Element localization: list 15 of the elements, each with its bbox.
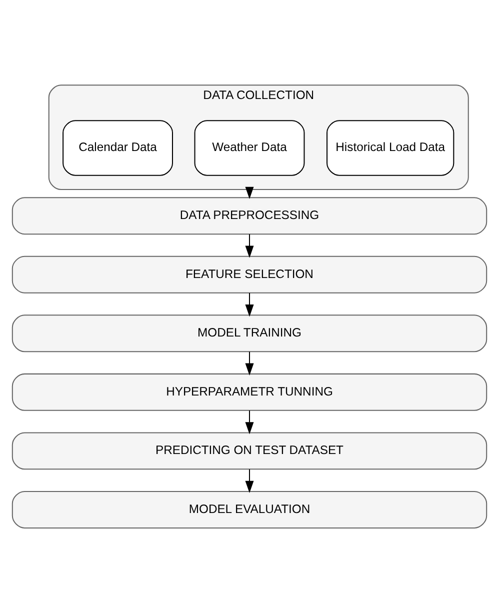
node-box: Weather Data <box>194 120 305 176</box>
node-box: FEATURE SELECTION <box>12 255 488 293</box>
arrow <box>245 468 254 492</box>
arrow <box>245 351 254 375</box>
node-box: Historical Load Data <box>326 120 454 176</box>
node-box: PREDICTING ON TEST DATASET <box>12 432 488 470</box>
arrow <box>245 410 254 434</box>
node-box: HYPERPARAMETR TUNNING <box>12 372 488 410</box>
arrow <box>245 234 254 258</box>
arrow <box>245 292 254 316</box>
node-box: Calendar Data <box>62 120 173 176</box>
node-box: MODEL EVALUATION <box>12 490 488 528</box>
node-box: DATA PREPROCESSING <box>12 196 488 234</box>
node-box: MODEL TRAINING <box>12 314 488 352</box>
arrow <box>245 186 254 199</box>
